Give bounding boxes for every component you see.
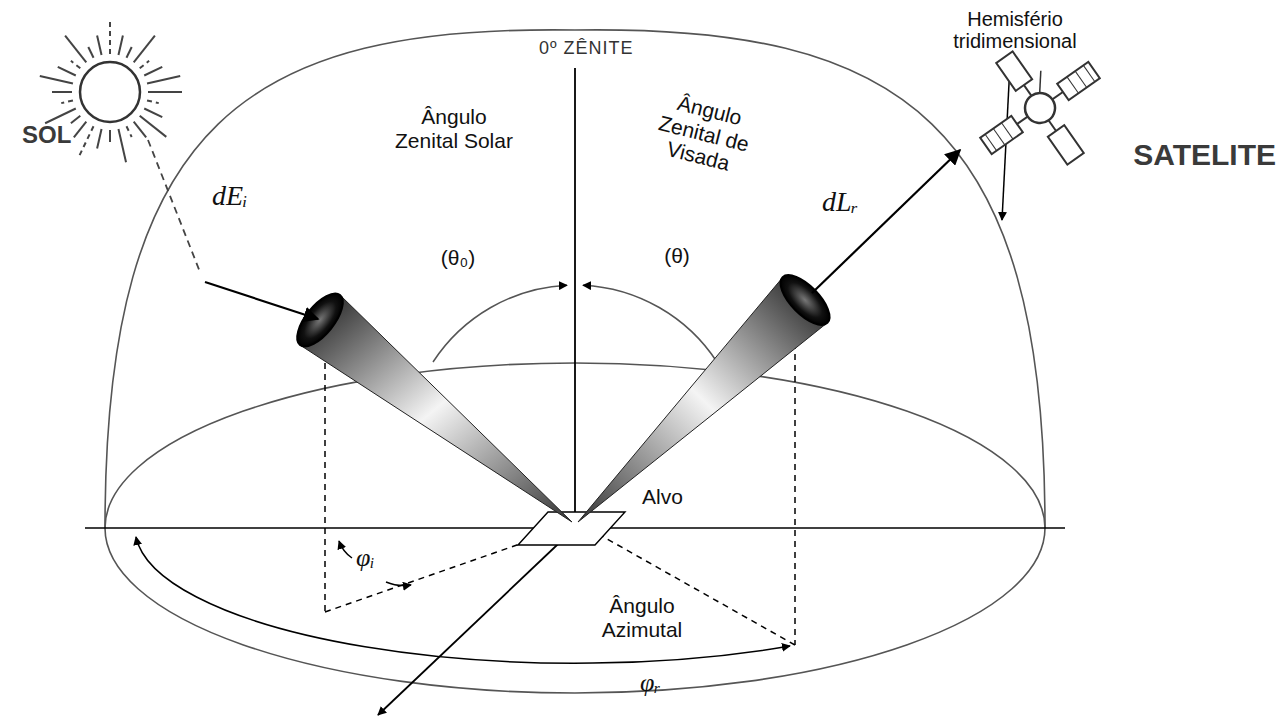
ground-axis [378, 528, 575, 715]
radiance-symbol: dLᵣ [822, 186, 858, 217]
sun-ray [147, 76, 180, 84]
sun-ray [61, 100, 73, 103]
angle-label: Ângulo Zenital Solar [392, 105, 516, 152]
angle-label: Ângulo Azimutal [585, 594, 699, 641]
sun-ray [144, 108, 162, 117]
reflected-arrow [812, 150, 960, 293]
sun-label: SOL [22, 122, 71, 149]
azimuth-symbol: φᵢ [356, 543, 375, 572]
sun-ray [40, 76, 73, 84]
sun-ray [148, 91, 182, 93]
hemisphere-dome [105, 30, 1045, 528]
sun-ray [74, 122, 86, 138]
irradiance-symbol: dEᵢ [212, 180, 248, 211]
sun-ray [147, 100, 159, 103]
sun-ray [71, 61, 80, 68]
sun-ray [118, 129, 126, 162]
sun-ray [52, 91, 72, 93]
sun-projection [324, 352, 326, 612]
hemisphere-label: Hemisfério tridimensional [940, 8, 1090, 53]
target-surface [518, 512, 625, 545]
sun-ray [140, 61, 149, 68]
sun-ray [97, 129, 101, 148]
angle-symbol: (θ₀) [430, 246, 486, 270]
sun-ray [109, 130, 111, 142]
sun-ray [134, 36, 155, 63]
sun-ray [58, 67, 76, 76]
solar-azimuth-arrow [386, 582, 411, 586]
sun-ray [65, 36, 86, 63]
incident-arrow [205, 282, 318, 319]
sun-ray [71, 116, 80, 123]
sun-ray [126, 126, 131, 137]
sun-ray [79, 126, 94, 157]
zenith-label: 0º ZÊNITE [537, 38, 636, 58]
sun-ray [97, 35, 101, 54]
view-azimuth-arc [136, 537, 790, 663]
satellite-label: SATELITE [1133, 138, 1276, 172]
angle-label: Ângulo Zenital de Visada [635, 84, 772, 182]
incident-cone-mouth [289, 286, 351, 353]
target-label: Alvo [640, 485, 685, 509]
angle-symbol: (θ) [655, 244, 699, 268]
sun-ray [144, 67, 162, 76]
sun-ray [118, 35, 122, 54]
sun-ray [134, 122, 146, 138]
sun-ray [126, 47, 131, 58]
zenith-line [574, 68, 576, 528]
sun-ray [148, 140, 200, 272]
incident-cone [300, 295, 572, 522]
azimuth-symbol: φᵣ [640, 668, 661, 697]
solar-zenith-arc [433, 285, 567, 362]
view-zenith-arc [583, 285, 717, 362]
reflected-cone [578, 277, 827, 522]
sun-ray [109, 20, 111, 54]
sun-ray [88, 47, 93, 58]
sensor-projection [794, 332, 796, 645]
solar-azimuth-arrow [339, 541, 352, 558]
